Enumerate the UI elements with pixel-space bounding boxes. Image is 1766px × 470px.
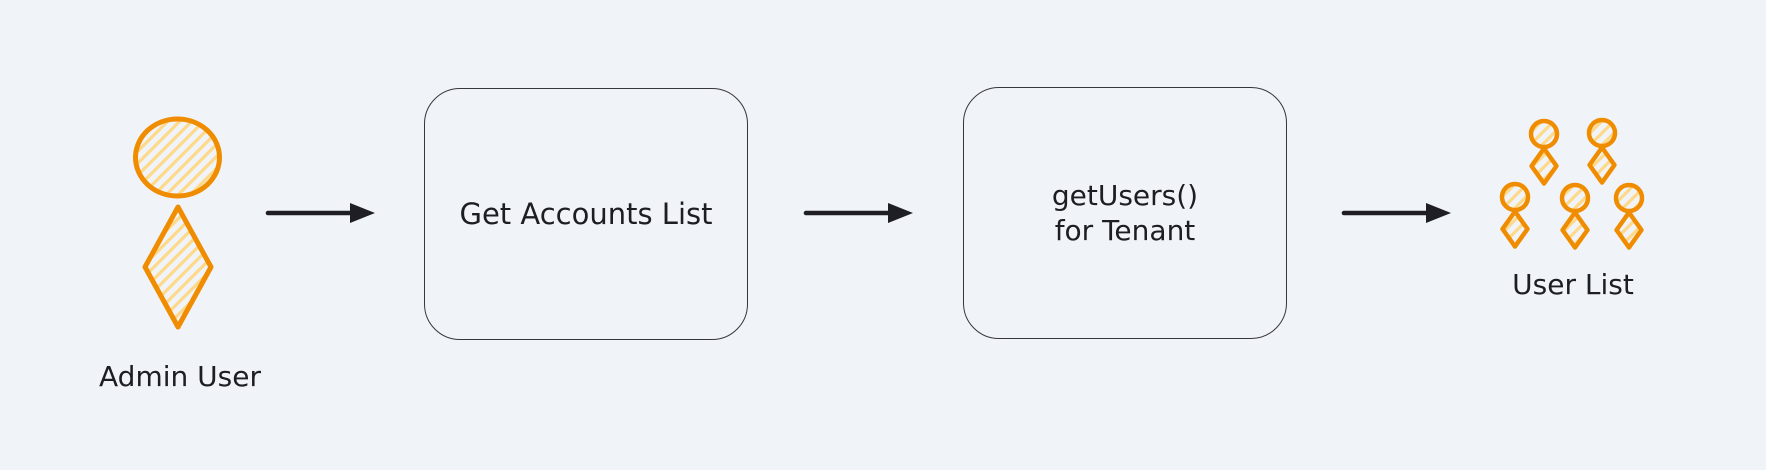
- node-get-users-label-line1: getUsers(): [1051, 179, 1199, 212]
- node-get-accounts-list: Get Accounts List: [424, 88, 748, 340]
- node-get-users-for-tenant: getUsers() for Tenant: [963, 87, 1287, 339]
- arrowhead-icon: [1426, 203, 1451, 223]
- admin-user-icon: [133, 116, 222, 330]
- user-icon: [1613, 182, 1645, 250]
- user-icon: [1586, 117, 1618, 185]
- user-list-label: User List: [1512, 268, 1634, 301]
- user-group-icon: [1499, 117, 1645, 250]
- node-get-users-label-line2: for Tenant: [1054, 214, 1196, 247]
- admin-user-label: Admin User: [99, 360, 261, 393]
- user-icon: [1559, 182, 1591, 250]
- admin-body-shape: [142, 204, 214, 330]
- arrow-admin-to-get-accounts: [265, 203, 375, 223]
- arrowhead-icon: [350, 203, 375, 223]
- arrow-get-users-to-user-list: [1341, 203, 1451, 223]
- user-icon: [1499, 181, 1531, 249]
- admin-head-shape: [133, 116, 222, 199]
- arrow-get-accounts-to-get-users: [803, 203, 913, 223]
- user-icon: [1528, 118, 1560, 186]
- node-get-accounts-list-label: Get Accounts List: [459, 196, 713, 231]
- arrowhead-icon: [888, 203, 913, 223]
